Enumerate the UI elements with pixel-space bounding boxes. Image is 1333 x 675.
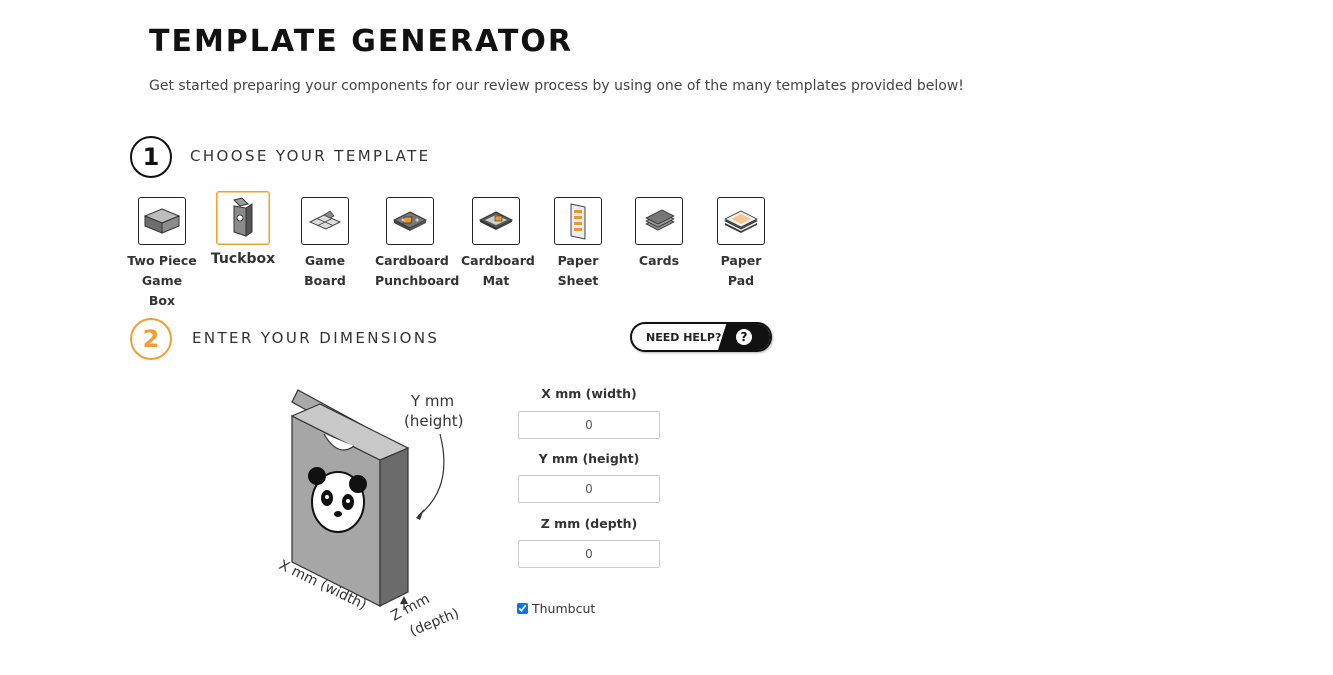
- thumbcut-option[interactable]: Thumbcut: [517, 601, 595, 616]
- panda-icon: [308, 467, 367, 533]
- thumbcut-label: Thumbcut: [532, 601, 596, 616]
- tuckbox-icon: [216, 191, 270, 245]
- template-label-line1: Cards: [638, 253, 680, 268]
- template-label-line2: Mat: [482, 273, 510, 288]
- need-help-button[interactable]: NEED HELP? ?: [630, 322, 772, 352]
- template-label-line1: Tuckbox: [210, 251, 276, 267]
- two-piece-box-icon: [138, 197, 186, 245]
- tuckbox-dimension-illustration: Y mm (height) X mm (width) Z mm (depth): [276, 389, 464, 640]
- template-label-line2: Game Box: [141, 273, 183, 308]
- cardboard-punchboard-icon: [386, 197, 434, 245]
- page-subtitle: Get started preparing your components fo…: [149, 78, 964, 94]
- template-label-line1: Cardboard: [461, 253, 535, 268]
- paper-pad-icon: [717, 197, 765, 245]
- need-help-label: NEED HELP?: [646, 331, 722, 344]
- template-label-line2: Punchboard: [375, 273, 460, 288]
- game-board-icon: [301, 197, 349, 245]
- template-cards[interactable]: Cards: [624, 197, 694, 271]
- template-label-line1: Paper: [720, 253, 762, 268]
- cardboard-mat-icon: [472, 197, 520, 245]
- y-height-input[interactable]: [518, 475, 660, 503]
- page-title: TEMPLATE GENERATOR: [149, 24, 573, 59]
- template-label-line2: Board: [304, 273, 346, 288]
- x-width-input[interactable]: [518, 411, 660, 439]
- y-height-label: Y mm (height): [538, 451, 640, 466]
- paper-sheet-icon: [554, 197, 602, 245]
- z-depth-label: Z mm (depth): [540, 516, 638, 531]
- cards-icon: [635, 197, 683, 245]
- thumbcut-checkbox[interactable]: [517, 603, 528, 614]
- y-dimension-label: Y mm: [410, 392, 454, 410]
- template-label-line1: Paper: [557, 253, 599, 268]
- y-dimension-sublabel: (height): [404, 412, 464, 430]
- x-width-label: X mm (width): [541, 386, 637, 401]
- template-label-line1: Cardboard: [375, 253, 449, 268]
- step-1-number: 1: [130, 136, 172, 178]
- question-icon: ?: [736, 329, 752, 345]
- step-1-label: CHOOSE YOUR TEMPLATE: [190, 147, 431, 165]
- template-tuckbox[interactable]: Tuckbox: [208, 191, 278, 269]
- template-label-line2: Pad: [727, 273, 755, 288]
- z-depth-input[interactable]: [518, 540, 660, 568]
- template-label-line1: Game: [304, 253, 346, 268]
- template-label-line1: Two Piece: [127, 253, 197, 268]
- step-2-label: ENTER YOUR DIMENSIONS: [192, 329, 440, 347]
- template-label-line2: Sheet: [557, 273, 599, 288]
- step-2-number: 2: [130, 318, 172, 360]
